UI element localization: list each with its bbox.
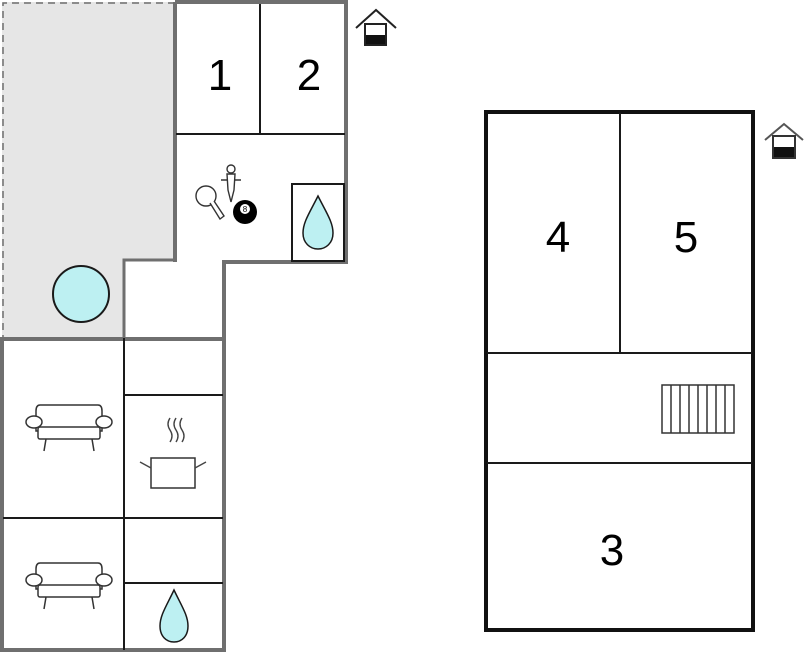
terrace (2, 2, 175, 338)
sofa-icon (25, 562, 113, 610)
house-entrance-icon (764, 122, 804, 159)
left-floor-plan: 1 2 8 (0, 0, 397, 652)
room-label-5: 5 (674, 213, 698, 262)
billiards-ball-number: 8 (243, 205, 248, 214)
terrace-inner-wall (122, 258, 175, 338)
bathroom-drop-icon (159, 588, 189, 643)
pool (52, 265, 110, 323)
upper-wing-walls (175, 0, 348, 338)
billiards-ball-icon: 8 (233, 200, 257, 224)
kitchen-pot-icon (139, 417, 207, 489)
bathroom-drop-icon (302, 194, 334, 250)
right-floor-plan: 4 5 3 (484, 110, 804, 632)
lower-wing-walls (0, 337, 226, 652)
terrace-dashed-edge (2, 2, 175, 338)
table-tennis-icon (195, 185, 225, 221)
staircase-icon (661, 384, 735, 434)
house-entrance-icon (355, 8, 397, 46)
room-label-3: 3 (600, 526, 624, 575)
room-label-1: 1 (208, 51, 232, 100)
room-label-2: 2 (297, 51, 321, 100)
foosball-icon (221, 164, 241, 203)
sofa-icon (25, 404, 113, 452)
room-label-4: 4 (546, 213, 570, 262)
